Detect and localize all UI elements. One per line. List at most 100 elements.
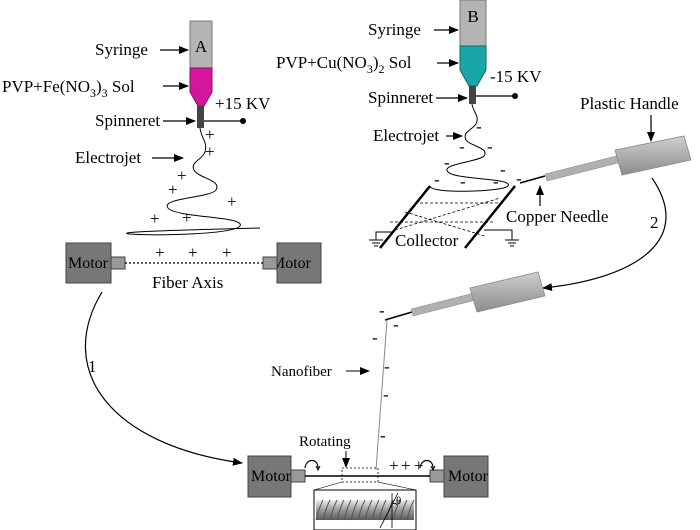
collector-plate-left bbox=[379, 185, 431, 249]
coil-turn bbox=[371, 499, 380, 521]
syringe-a-assembly: A Syringe PVP+Fe(NO3)3 Sol Spinneret +15… bbox=[2, 20, 271, 236]
syringe-b-charge: - bbox=[444, 153, 450, 172]
fiber-axis-charge: + bbox=[222, 243, 232, 262]
coil-turn bbox=[343, 499, 352, 521]
motor-bottom-left-shaft bbox=[290, 469, 306, 483]
copper-needle-top bbox=[519, 175, 546, 184]
syringe-a-spinneret-tip bbox=[197, 106, 204, 128]
coil-turn bbox=[399, 499, 408, 521]
rotation-icon bbox=[304, 459, 319, 469]
step-1-label: 1 bbox=[88, 357, 97, 376]
nanofiber-charge: - bbox=[393, 315, 399, 334]
syringe-b-voltage: -15 KV bbox=[490, 67, 542, 86]
theta-arc bbox=[391, 502, 398, 506]
rotation-icon bbox=[419, 459, 434, 469]
motor-bottom-left-label: Motor bbox=[251, 468, 292, 485]
nanofiber-strand bbox=[375, 319, 388, 471]
step-arrows: 1 2 bbox=[84, 177, 667, 466]
zoom-inset-rod bbox=[316, 500, 414, 520]
coil-turn bbox=[329, 499, 338, 521]
coil-turn bbox=[357, 499, 366, 521]
syringe-b-charge: - bbox=[516, 169, 522, 188]
syringe-a-charge: + bbox=[205, 142, 215, 161]
collector-fiber bbox=[404, 211, 486, 237]
step-2-label: 2 bbox=[650, 213, 659, 232]
syringe-b-charge: - bbox=[434, 170, 440, 189]
syringe-a-voltage: +15 KV bbox=[215, 94, 271, 113]
nanofiber-charge: - bbox=[379, 301, 385, 320]
motor-top-right bbox=[276, 242, 322, 284]
plastic-handle-top bbox=[614, 135, 692, 176]
syringe-b-charge: - bbox=[500, 160, 506, 179]
plastic-handle-label: Plastic Handle bbox=[580, 94, 679, 113]
syringe-a-charge: + bbox=[182, 208, 192, 227]
motor-bottom-right-label: Motor bbox=[448, 468, 489, 485]
nanofiber-charge: - bbox=[372, 328, 378, 347]
syringe-a-solution-label: PVP+Fe(NO3)3 Sol bbox=[2, 77, 135, 100]
needle-handle-top: Plastic Handle Copper Needle bbox=[506, 94, 692, 226]
syringe-a-voltage-terminal bbox=[240, 118, 246, 124]
motor-top-left-shaft bbox=[110, 256, 126, 270]
nanofiber-charge: - bbox=[384, 357, 390, 376]
syringe-b-charge: - bbox=[460, 172, 466, 191]
syringe-a-charge: + bbox=[177, 166, 187, 185]
coil-turn bbox=[350, 499, 359, 521]
coil-turn bbox=[406, 499, 415, 521]
plastic-handle-bottom bbox=[469, 271, 546, 313]
syringe-a-solution bbox=[189, 67, 213, 107]
coil-turn bbox=[364, 499, 373, 521]
nanofiber-charge: - bbox=[383, 385, 389, 404]
coil-turn bbox=[315, 499, 324, 521]
syringe-a-spinneret-label: Spinneret bbox=[95, 111, 160, 130]
zoom-region bbox=[341, 467, 379, 483]
step-1-arrow bbox=[84, 291, 243, 466]
motor-top-right-shaft bbox=[262, 256, 278, 270]
syringe-b-electrojet-label: Electrojet bbox=[373, 126, 439, 145]
bottom-assembly: - - - - - - Nanofiber Motor Motor + + + … bbox=[247, 271, 546, 530]
fiber-axis-charge: + bbox=[155, 243, 165, 262]
nanofiber-charge: - bbox=[380, 426, 386, 445]
syringe-a-charge: + bbox=[168, 180, 178, 199]
rotation-icon-tip bbox=[430, 465, 436, 472]
coil-turn bbox=[322, 499, 331, 521]
syringe-b-charge: - bbox=[476, 117, 482, 136]
nanofiber-label: Nanofiber bbox=[271, 364, 332, 380]
theta-label: θ bbox=[396, 495, 401, 507]
syringe-a-letter: A bbox=[195, 37, 208, 56]
theta-fiber-line bbox=[379, 492, 399, 529]
motor-bottom-right bbox=[443, 455, 489, 498]
syringe-a-syringe-label: Syringe bbox=[95, 40, 148, 59]
syringe-b-solution-label: PVP+Cu(NO3)2 Sol bbox=[276, 53, 412, 76]
fiber-axis-charge: + bbox=[188, 243, 198, 262]
zoom-guide-right bbox=[377, 481, 417, 491]
collector-plate-right bbox=[464, 185, 516, 249]
collector-ground-left bbox=[375, 231, 392, 240]
coil-turn bbox=[378, 499, 387, 521]
syringe-b-assembly: B Syringe PVP+Cu(NO3)2 Sol Spinneret -15… bbox=[276, 0, 692, 250]
rotating-label: Rotating bbox=[299, 434, 351, 450]
syringe-a-charge: + bbox=[150, 209, 160, 228]
zoom-inset: θ bbox=[313, 489, 417, 530]
motor-top-left-label: Motor bbox=[68, 255, 109, 272]
syringe-b-spinneret-tip bbox=[469, 86, 476, 104]
syringe-a-jet-spiral bbox=[126, 127, 261, 236]
copper-needle-label: Copper Needle bbox=[506, 207, 608, 226]
bottom-axis-charge: + bbox=[414, 456, 424, 475]
syringe-b-jet-spiral bbox=[429, 103, 509, 192]
syringe-b-charge: - bbox=[493, 172, 499, 191]
step-2-arrow bbox=[542, 177, 667, 292]
syringe-b-solution bbox=[459, 45, 487, 87]
syringe-b-voltage-terminal bbox=[512, 93, 518, 99]
copper-needle-bottom bbox=[384, 311, 413, 321]
syringe-a-charge: + bbox=[227, 192, 237, 211]
fiber-axis-assembly: Motor Motor + + + Fiber Axis bbox=[65, 242, 322, 292]
syringe-b-charge: - bbox=[487, 137, 493, 156]
syringe-b-syringe-label: Syringe bbox=[368, 20, 421, 39]
bottom-axis-charge: + bbox=[389, 456, 399, 475]
bottom-axis-charge: + bbox=[401, 456, 411, 475]
motor-top-left bbox=[65, 242, 112, 284]
syringe-a-charge: + bbox=[205, 125, 215, 144]
coil-turn bbox=[392, 499, 401, 521]
collector: Collector bbox=[369, 185, 519, 250]
